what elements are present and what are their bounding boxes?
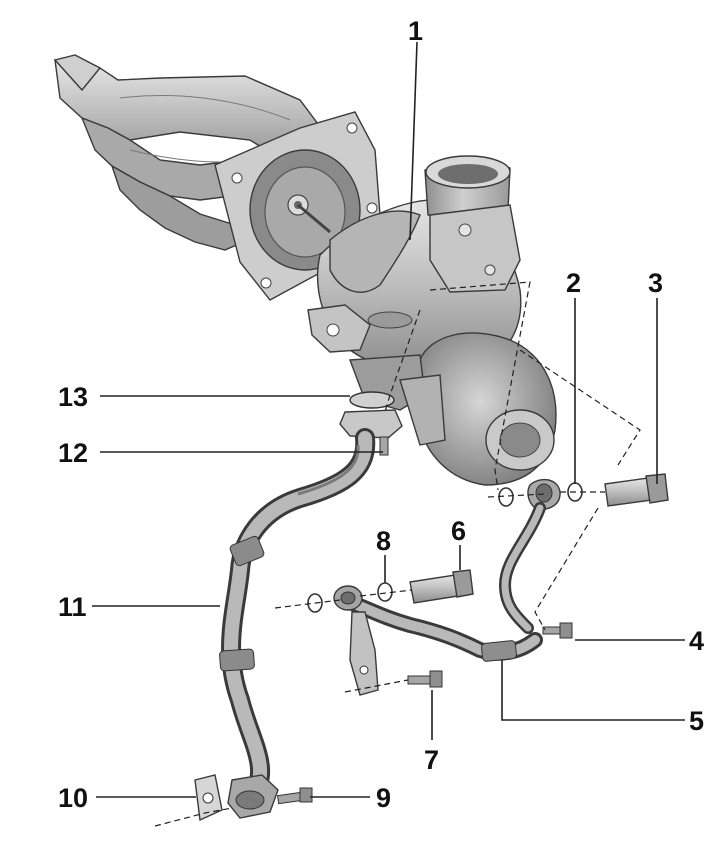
callout-leaders xyxy=(92,41,685,798)
callout-9: 9 xyxy=(376,783,391,813)
bolt-7 xyxy=(407,670,443,688)
callout-numbers: 1 2 3 4 5 6 7 8 9 10 11 12 13 xyxy=(58,16,704,813)
callout-2: 2 xyxy=(566,268,581,298)
callout-8: 8 xyxy=(376,526,391,556)
bolt-12 xyxy=(379,436,389,456)
turbocharger-assembly xyxy=(53,54,557,486)
bolt-9 xyxy=(276,787,313,805)
seal-ring-upper-left xyxy=(498,487,514,507)
callout-10: 10 xyxy=(58,783,88,813)
callout-6: 6 xyxy=(451,516,466,546)
seal-ring-lower-left xyxy=(307,593,323,613)
callout-13: 13 xyxy=(58,382,88,412)
callout-4: 4 xyxy=(689,626,704,656)
banjo-bolt-6 xyxy=(409,569,474,604)
compressor-inlet xyxy=(424,155,521,293)
callout-1: 1 xyxy=(408,16,423,46)
mounting-bracket xyxy=(349,611,379,696)
callout-11: 11 xyxy=(58,592,87,622)
assembly-dashed-lines xyxy=(154,281,641,827)
callout-12: 12 xyxy=(58,438,88,468)
oil-supply-pipe xyxy=(307,473,669,696)
callout-3: 3 xyxy=(648,268,663,298)
banjo-bolt-3 xyxy=(604,473,669,507)
hose-sleeve-5 xyxy=(481,640,517,662)
callout-5: 5 xyxy=(689,706,704,736)
gasket-13 xyxy=(349,391,395,409)
bolt-4 xyxy=(542,622,573,639)
callout-7: 7 xyxy=(424,745,439,775)
oil-return-pipe xyxy=(194,391,403,822)
